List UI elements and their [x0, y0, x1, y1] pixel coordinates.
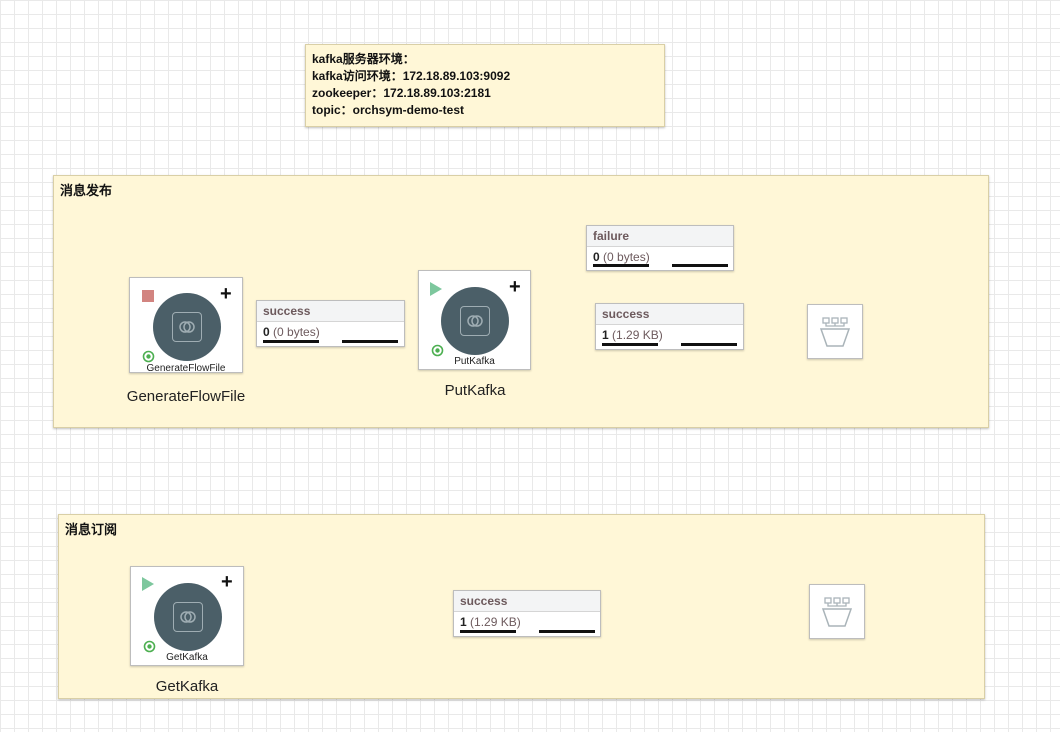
- connection-put-failure[interactable]: failure 0 (0 bytes): [586, 225, 734, 271]
- connection-put-success[interactable]: success 1 (1.29 KB): [595, 303, 744, 350]
- processor-generateflowfile[interactable]: + GenerateFlowFile: [129, 277, 243, 374]
- connection-relationship: success: [596, 304, 743, 325]
- queue-bar: [460, 630, 516, 633]
- queue-size: (1.29 KB): [612, 328, 663, 342]
- queue-bar: [672, 264, 728, 267]
- queue-bar: [602, 343, 658, 346]
- queue-count: 1: [602, 328, 609, 342]
- queue-bar: [342, 340, 398, 343]
- queue-size: (1.29 KB): [470, 615, 521, 629]
- play-icon: [142, 577, 154, 591]
- connection-gen-success[interactable]: success 0 (0 bytes): [256, 300, 405, 347]
- processor-icon: [154, 583, 222, 651]
- connection-relationship: success: [454, 591, 600, 612]
- queue-bar: [681, 343, 737, 346]
- processor-name: GenerateFlowFile: [126, 388, 246, 405]
- processor-type-label: GetKafka: [166, 652, 208, 663]
- valid-icon: [142, 350, 155, 363]
- queue-bar: [593, 264, 649, 267]
- valid-icon: [431, 344, 444, 357]
- note-line: zookeeper：172.18.89.103:2181: [312, 86, 491, 100]
- processor-name: PutKafka: [444, 382, 506, 399]
- connection-get-success[interactable]: success 1 (1.29 KB): [453, 590, 601, 637]
- play-icon: [430, 282, 442, 296]
- processor-name: GetKafka: [155, 678, 219, 695]
- add-icon[interactable]: +: [509, 276, 521, 298]
- processor-type-label: GenerateFlowFile: [146, 363, 226, 374]
- processor-icon: [441, 287, 509, 355]
- processor-icon: [153, 293, 221, 361]
- funnel-icon: [821, 596, 853, 627]
- label-note[interactable]: kafka服务器环境： kafka访问环境：172.18.89.103:9092…: [305, 44, 665, 127]
- group-title: 消息订阅: [65, 522, 118, 537]
- stop-icon: [142, 290, 154, 302]
- processor-getkafka[interactable]: + GetKafka: [130, 566, 244, 666]
- funnel-icon: [819, 316, 851, 347]
- connection-queue: 1 (1.29 KB): [596, 325, 743, 345]
- valid-icon: [143, 640, 156, 653]
- queue-count: 0: [263, 325, 270, 339]
- queue-bar: [539, 630, 595, 633]
- group-title: 消息发布: [60, 183, 113, 198]
- note-line: topic：orchsym-demo-test: [312, 103, 465, 117]
- funnel-publish[interactable]: [807, 304, 863, 359]
- queue-count: 0: [593, 250, 600, 264]
- add-icon[interactable]: +: [221, 571, 233, 593]
- connection-queue: 0 (0 bytes): [587, 247, 733, 267]
- connection-queue: 1 (1.29 KB): [454, 612, 600, 632]
- queue-size: (0 bytes): [603, 250, 650, 264]
- connection-relationship: failure: [587, 226, 733, 247]
- note-line: kafka访问环境：172.18.89.103:9092: [312, 69, 511, 83]
- funnel-subscribe[interactable]: [809, 584, 865, 639]
- note-line: kafka服务器环境：: [312, 52, 415, 66]
- queue-count: 1: [460, 615, 467, 629]
- connection-queue: 0 (0 bytes): [257, 322, 404, 342]
- processor-type-label: PutKafka: [454, 356, 495, 367]
- connection-relationship: success: [257, 301, 404, 322]
- processor-putkafka[interactable]: + PutKafka: [418, 270, 531, 370]
- add-icon[interactable]: +: [220, 283, 232, 305]
- queue-bar: [263, 340, 319, 343]
- queue-size: (0 bytes): [273, 325, 320, 339]
